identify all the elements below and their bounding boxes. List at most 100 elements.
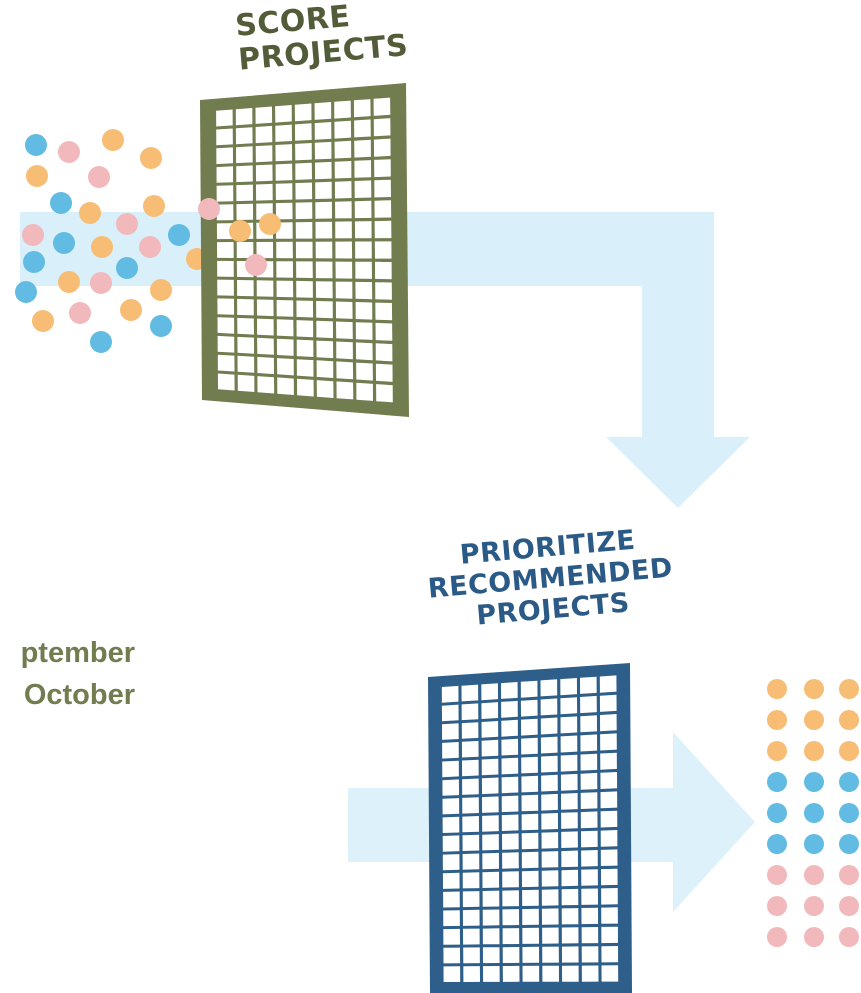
grid-cell [354,160,372,178]
grid-cell [217,335,235,353]
grid-cell [295,241,313,259]
grid-cell [522,908,539,925]
grid-cell [581,888,598,905]
grid-cell [581,946,599,963]
grid-cell [483,966,500,982]
grid-cell [216,204,234,221]
grid-cell [541,889,559,906]
grid-cell [316,320,333,339]
grid-cell [560,716,578,734]
grid-cell [481,702,499,719]
project-dot [839,865,859,885]
grid-cell [442,872,460,889]
grid-cell [443,910,460,927]
grid-cell [257,337,274,355]
grid-cell [600,849,618,866]
grid-cell [482,852,499,870]
grid-cell [601,868,618,886]
grid-cell [560,754,578,772]
grid-cell [296,359,314,377]
grid-cell [562,965,579,982]
project-dot [23,251,45,273]
grid-cell [296,261,313,278]
grid-cell [601,946,619,963]
grid-cell [275,105,292,123]
project-dot [245,254,267,276]
grid-cell [561,869,579,887]
grid-cell [217,317,235,334]
grid-cell [462,816,479,833]
grid-cell [374,200,392,218]
project-dot [767,803,787,823]
grid-cell [520,680,538,698]
grid-cell [462,834,480,851]
project-dot [767,896,787,916]
grid-cell [355,342,373,361]
grid-cell [375,282,392,300]
project-dot [120,299,142,321]
project-dot [229,220,251,242]
grid-cell [334,120,352,139]
grid-cell [255,106,273,124]
grid-cell [443,966,461,982]
grid-cell [353,99,371,118]
grid-cell [316,301,333,319]
grid-cell [295,202,313,220]
grid-cell [560,678,577,696]
grid-cell [277,358,294,376]
grid-cell [442,835,460,852]
grid-cell [502,909,520,926]
prioritize-grid-icon [428,663,632,993]
grid-cell [315,261,333,279]
grid-cell [255,145,273,163]
grid-cell [237,374,255,392]
grid-cell [601,907,618,924]
grid-cell [237,317,254,335]
grid-cell [581,850,598,867]
grid-cell [542,927,559,944]
grid-cell [354,180,372,198]
grid-cell [560,773,578,791]
grid-cell [600,772,618,789]
grid-cell [336,361,354,380]
grid-cell [354,139,371,158]
grid-cell [502,965,520,982]
project-dot [839,679,859,699]
grid-cell [276,300,294,317]
grid-cell [443,947,461,964]
grid-cell [296,280,313,298]
grid-cell [463,928,480,945]
score-grid-icon [200,83,409,417]
grid-cell [315,241,333,259]
grid-cell [501,719,518,737]
grid-cell [599,675,617,693]
project-dot [804,896,824,916]
grid-cell [580,772,598,790]
grid-cell [336,381,354,400]
grid-cell [335,281,353,299]
grid-cell [502,833,519,850]
grid-cell [541,832,559,849]
grid-cell [462,909,480,926]
grid-cell [335,221,352,239]
project-dot [102,129,124,151]
grid-cell [237,298,254,316]
project-dot [198,198,220,220]
grid-cell [581,907,599,925]
grid-cell [541,774,558,792]
grid-cell [373,97,391,116]
grid-cell [315,281,333,299]
grid-cell [600,830,618,847]
grid-cell [482,834,499,851]
grid-cell [481,739,499,757]
grid-cell [354,200,372,219]
grid-cell [482,909,500,926]
project-dot [168,224,190,246]
grid-cell [461,703,479,721]
grid-cell [601,926,618,944]
grid-cell [375,343,393,362]
grid-cell [502,871,519,888]
project-dot [139,236,161,258]
grid-cell [335,261,353,279]
grid-cell [297,378,314,397]
